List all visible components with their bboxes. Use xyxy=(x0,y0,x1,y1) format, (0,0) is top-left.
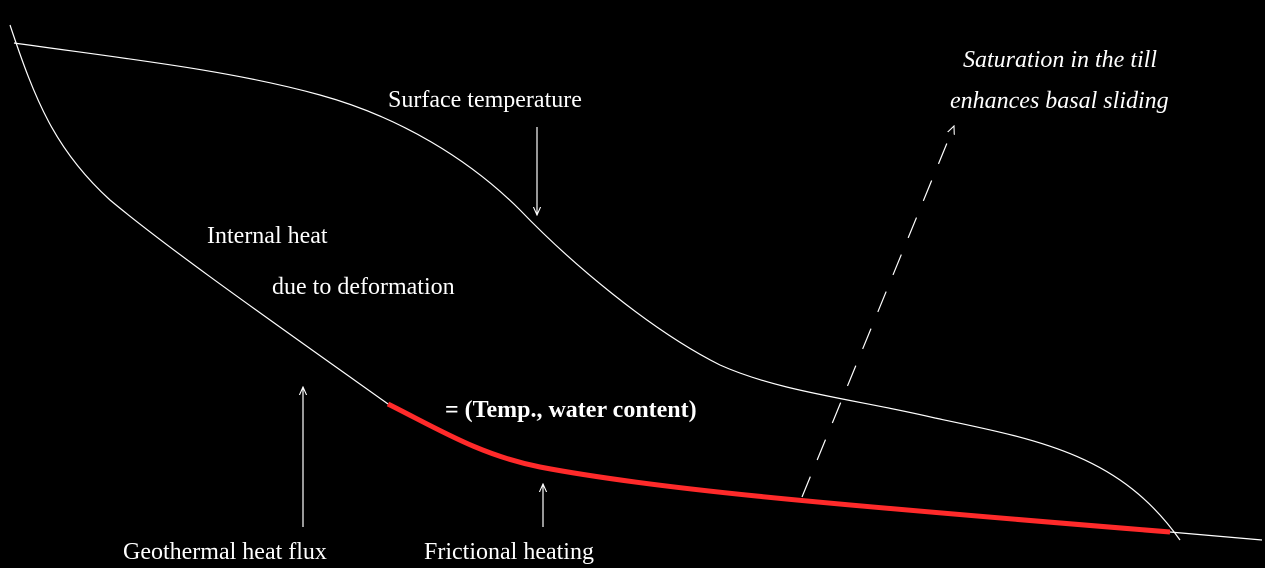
glacier-bed-upper-line xyxy=(9,24,389,405)
internal-heat-deformation-label: due to deformation xyxy=(272,274,455,300)
glacier-surface-line xyxy=(13,42,1181,541)
frictional-heating-label: Frictional heating xyxy=(424,539,594,565)
equation-label: = (Temp., water content) xyxy=(445,397,697,423)
geothermal-heat-flux-label: Geothermal heat flux xyxy=(123,539,327,565)
saturation-label-line1: Saturation in the till xyxy=(963,47,1158,73)
saturation-dashed-arrow xyxy=(801,126,954,498)
frictional-zone-line xyxy=(386,401,1171,535)
internal-heat-label: Internal heat xyxy=(207,223,328,249)
saturation-label-line2: enhances basal sliding xyxy=(950,88,1169,114)
glacier-bed-lower-line xyxy=(1169,531,1263,541)
surface-temperature-label: Surface temperature xyxy=(388,87,582,113)
